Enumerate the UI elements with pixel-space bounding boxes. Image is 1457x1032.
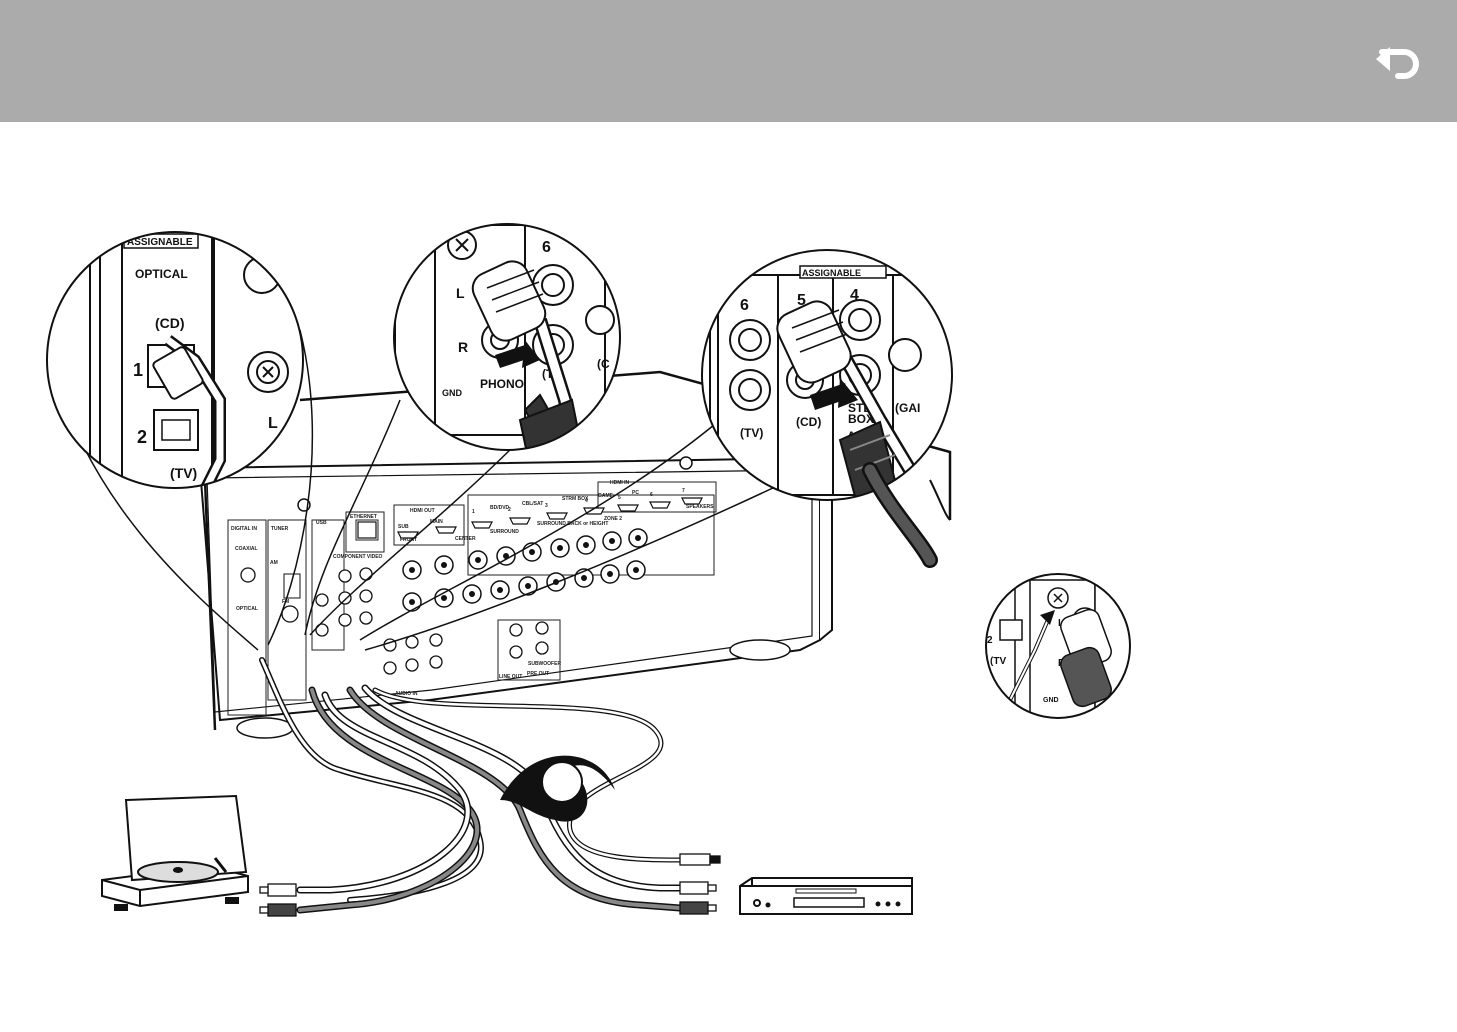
receiver-rear-panel — [227, 481, 717, 716]
ethernet-port — [357, 521, 377, 539]
turntable — [101, 794, 249, 911]
wave-symbol — [500, 755, 615, 822]
back-button[interactable] — [1368, 34, 1428, 84]
svg-text:L: L — [268, 415, 278, 432]
svg-text:TUNER: TUNER — [271, 526, 289, 532]
svg-text:USB: USB — [316, 520, 327, 526]
svg-text:(TV: (TV — [990, 656, 1006, 667]
svg-text:BD/DVD: BD/DVD — [490, 505, 510, 511]
hdmi-input-tags: BD/DVD CBL/SAT STRM BOX GAME PC — [490, 490, 639, 511]
svg-text:ETHERNET: ETHERNET — [350, 514, 377, 520]
zoom-phono: 6 L R GND PHONO (T (C — [393, 223, 621, 451]
svg-text:CENTER: CENTER — [455, 536, 476, 542]
svg-text:L: L — [456, 285, 465, 301]
svg-text:LINE OUT: LINE OUT — [499, 674, 522, 680]
svg-text:OPTICAL: OPTICAL — [135, 267, 188, 281]
svg-text:4: 4 — [850, 287, 859, 304]
svg-text:1: 1 — [472, 509, 475, 515]
svg-text:HDMI IN: HDMI IN — [610, 480, 630, 486]
svg-text:STRM BOX: STRM BOX — [562, 496, 589, 502]
svg-text:6: 6 — [650, 492, 653, 498]
rca-plugs-turntable — [259, 883, 297, 917]
svg-text:GAME: GAME — [598, 493, 614, 499]
svg-text:1: 1 — [133, 360, 143, 380]
svg-text:GND: GND — [1043, 697, 1059, 704]
svg-text:5: 5 — [797, 292, 806, 309]
svg-text:COAXIAL: COAXIAL — [235, 546, 258, 552]
svg-text:(CD): (CD) — [796, 415, 821, 429]
am-antenna-terminal — [283, 573, 301, 599]
svg-text:SUBWOOFER: SUBWOOFER — [528, 661, 561, 667]
hdmi-ports — [397, 497, 703, 539]
svg-text:6: 6 — [542, 239, 551, 256]
svg-text:2: 2 — [987, 635, 993, 646]
svg-text:PRE OUT: PRE OUT — [527, 671, 549, 677]
cd-player — [739, 877, 913, 915]
svg-text:6: 6 — [740, 297, 749, 314]
svg-text:R: R — [458, 339, 468, 355]
svg-text:ZONE 2: ZONE 2 — [604, 516, 622, 522]
svg-text:DIGITAL IN: DIGITAL IN — [231, 526, 257, 532]
svg-text:HDMI OUT: HDMI OUT — [410, 508, 435, 514]
svg-text:7: 7 — [682, 488, 685, 494]
svg-text:SUB: SUB — [398, 524, 409, 530]
svg-text:4: 4 — [585, 498, 588, 504]
svg-text:SURROUND: SURROUND — [490, 529, 519, 535]
svg-text:FRONT: FRONT — [400, 537, 417, 543]
svg-text:PC: PC — [632, 490, 639, 496]
svg-text:2: 2 — [137, 427, 147, 447]
svg-text:(TV): (TV) — [740, 426, 763, 440]
svg-text:COMPONENT VIDEO: COMPONENT VIDEO — [333, 554, 383, 560]
hdmi-input-numbers: 1 2 3 4 5 6 7 — [472, 488, 685, 515]
rca-plugs-cd-player — [679, 853, 721, 915]
top-toolbar — [0, 0, 1457, 122]
svg-text:OPTICAL: OPTICAL — [236, 606, 258, 612]
svg-text:ASSIGNABLE: ASSIGNABLE — [802, 268, 861, 278]
svg-text:AUDIO IN: AUDIO IN — [395, 691, 418, 697]
svg-text:(C: (C — [597, 357, 610, 371]
svg-text:PHONO: PHONO — [480, 377, 524, 391]
svg-text:AM: AM — [270, 560, 278, 566]
svg-text:2: 2 — [508, 507, 511, 513]
svg-text:BOX: BOX — [848, 412, 874, 426]
cables — [259, 657, 684, 914]
zoom-gnd: 2 (TV L R GND PH — [985, 573, 1131, 719]
svg-text:CBL/SAT: CBL/SAT — [522, 501, 543, 507]
back-arrow-icon — [1376, 47, 1419, 79]
svg-text:(CD): (CD) — [155, 315, 185, 331]
svg-text:5: 5 — [618, 495, 621, 501]
receiver-panel-labels: DIGITAL IN TUNER USB ETHERNET HDMI OUT H… — [231, 480, 714, 697]
svg-text:ASSIGNABLE: ASSIGNABLE — [127, 237, 193, 248]
svg-text:(TV): (TV) — [170, 465, 197, 481]
rca-jacks — [240, 567, 549, 675]
svg-text:GND: GND — [442, 388, 463, 398]
zoom-analog-audio: ASSIGNABLE 6 5 4 (TV) (CD) STB BOX (GAI … — [701, 249, 953, 568]
svg-text:SURROUND BACK or HEIGHT: SURROUND BACK or HEIGHT — [537, 521, 608, 527]
svg-text:(GAI: (GAI — [895, 401, 920, 415]
svg-text:3: 3 — [545, 503, 548, 509]
svg-text:MAIN: MAIN — [430, 519, 443, 525]
svg-text:SPEAKERS: SPEAKERS — [686, 504, 714, 510]
svg-text:(T: (T — [542, 367, 554, 381]
